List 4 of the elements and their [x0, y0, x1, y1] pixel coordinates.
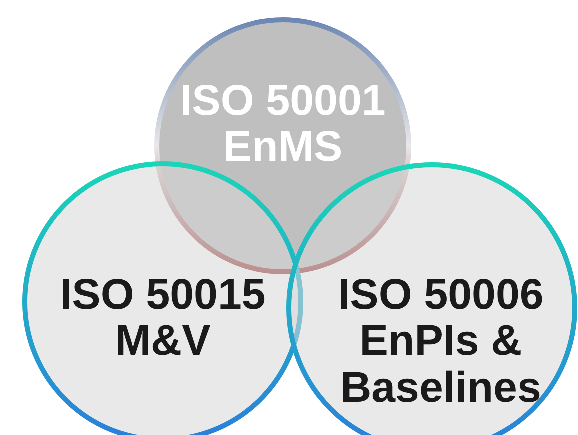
circle-label: ISO 50001 EnMS — [179, 78, 387, 171]
circle-label: ISO 50006 EnPIs & Baselines — [337, 272, 545, 412]
venn-circle — [154, 17, 412, 275]
circle-label: ISO 50015 M&V — [59, 272, 267, 365]
